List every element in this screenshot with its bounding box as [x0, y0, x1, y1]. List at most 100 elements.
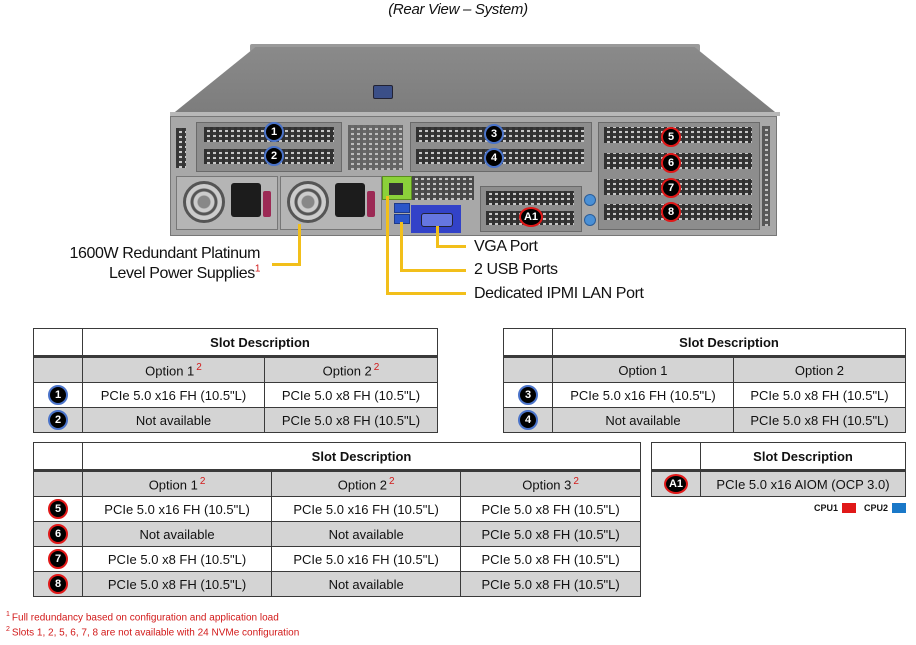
- center-vent: [348, 125, 403, 170]
- footnote-text: Slots 1, 2, 5, 6, 7, 8 are not available…: [11, 627, 300, 639]
- footnote-ref: 2: [199, 475, 206, 487]
- aiom-grill-top: [486, 191, 574, 205]
- table-cell: Not available: [81, 521, 273, 547]
- table-cell: Not available: [271, 571, 462, 597]
- table-cell: PCIe 5.0 x8 FH (10.5"L): [263, 407, 439, 433]
- footnote-mark: 2: [6, 626, 10, 634]
- slot-badge-5: 5: [48, 499, 68, 519]
- side-vent: [176, 128, 186, 168]
- psu-callout: 1600W Redundant Platinum Level Power Sup…: [20, 244, 260, 284]
- table-row: 6 Not available Not available PCIe 5.0 x…: [33, 521, 641, 547]
- legend-label-cpu2: CPU2: [864, 503, 889, 513]
- psu-handle: [367, 191, 375, 217]
- corner-cell: [33, 442, 83, 472]
- legend-swatch-cpu2: [892, 503, 907, 513]
- power-supply-2: [280, 176, 382, 230]
- side-vent-right: [762, 126, 770, 226]
- option-header: Option 1: [552, 356, 734, 383]
- slot-cell: 7: [33, 546, 83, 572]
- table-cell: Not available: [82, 407, 265, 433]
- footnote-ref: 2: [573, 475, 579, 487]
- usb-leader-line: [400, 269, 466, 272]
- table-cell: PCIe 5.0 x8 FH (10.5"L): [263, 382, 439, 408]
- slot-badge-7: 7: [48, 549, 68, 569]
- figure-caption: (Rear View – System): [388, 1, 528, 18]
- cover-surface: [170, 47, 780, 116]
- slot-badge-2: 2: [48, 410, 68, 430]
- corner-cell: [503, 328, 553, 358]
- usb-callout: 2 USB Ports: [474, 261, 558, 278]
- slot-badge-3: 3: [484, 124, 504, 144]
- ipmi-leader-line: [386, 196, 389, 295]
- table-cell: PCIe 5.0 x8 FH (10.5"L): [732, 382, 907, 408]
- slot-badge-6: 6: [48, 524, 68, 544]
- slot-badge-2: 2: [264, 146, 284, 166]
- server-rear-view-image: 1 2 3 4 5 6 7 8 A1 1600W Redundant Plati…: [0, 0, 916, 320]
- table-title: Slot Description: [700, 442, 906, 472]
- table-cell: PCIe 5.0 x8 FH (10.5"L): [732, 407, 907, 433]
- slot-cell: 5: [33, 496, 83, 522]
- slot-cell: 6: [33, 521, 83, 547]
- chassis-top-cover: [170, 44, 780, 116]
- footnote-text: Full redundancy based on configuration a…: [11, 612, 279, 624]
- corner-cell: [33, 356, 83, 383]
- table-row: 4 Not available PCIe 5.0 x8 FH (10.5"L): [503, 407, 907, 433]
- footnote-ref: 2: [373, 361, 380, 373]
- corner-cell: [651, 442, 701, 472]
- option-label: Option 1: [145, 363, 195, 379]
- table-cell: PCIe 5.0 x8 FH (10.5"L): [460, 571, 641, 597]
- option-label: Option 3: [522, 477, 572, 493]
- table-cell: Not available: [552, 407, 734, 433]
- psu-leader-line: [298, 224, 301, 266]
- slot-cell: 3: [503, 382, 553, 408]
- table-cell: PCIe 5.0 x16 FH (10.5"L): [82, 382, 265, 408]
- corner-cell: [503, 356, 553, 383]
- slot-badge-7: 7: [661, 178, 681, 198]
- slot-cell: 1: [33, 382, 83, 408]
- corner-cell: [33, 470, 83, 497]
- power-inlet-icon: [335, 183, 365, 217]
- table-cell: PCIe 5.0 x16 FH (10.5"L): [552, 382, 734, 408]
- slot-table-a1: Slot Description A1 PCIe 5.0 x16 AIOM (O…: [651, 442, 906, 497]
- slot-cell: 2: [33, 407, 83, 433]
- table-cell: PCIe 5.0 x8 FH (10.5"L): [81, 546, 273, 572]
- psu-callout-line1: 1600W Redundant Platinum: [69, 245, 260, 262]
- ipmi-leader-line: [386, 292, 466, 295]
- psu-callout-line2: Level Power Supplies1: [20, 264, 260, 284]
- cover-latch: [373, 85, 393, 99]
- table-title: Slot Description: [82, 328, 438, 358]
- psu-handle: [263, 191, 271, 217]
- table-cell: PCIe 5.0 x8 FH (10.5"L): [460, 521, 641, 547]
- power-inlet-icon: [231, 183, 261, 217]
- option-label: Option 1: [148, 477, 198, 493]
- usb-leader-line: [400, 222, 403, 272]
- option-header: Option 2: [732, 356, 907, 383]
- io-vent: [412, 176, 474, 200]
- table-cell: PCIe 5.0 x8 FH (10.5"L): [460, 496, 641, 522]
- psu-fan-icon: [183, 181, 225, 223]
- table-row: A1 PCIe 5.0 x16 AIOM (OCP 3.0): [651, 470, 906, 497]
- psu-leader-line: [272, 263, 301, 266]
- footnote-ref: 1: [254, 263, 261, 275]
- table-title: Slot Description: [552, 328, 906, 358]
- table-cell: PCIe 5.0 x16 FH (10.5"L): [81, 496, 273, 522]
- table-row: 8 PCIe 5.0 x8 FH (10.5"L) Not available …: [33, 571, 641, 597]
- thumbscrew-icon: [584, 194, 596, 206]
- slot-cell: A1: [651, 470, 701, 497]
- slot-badge-3: 3: [518, 385, 538, 405]
- footnote-mark: 1: [6, 611, 10, 618]
- option-label: Option 2: [337, 477, 387, 493]
- slot-badge-4: 4: [484, 148, 504, 168]
- table-cell: PCIe 5.0 x16 FH (10.5"L): [271, 546, 462, 572]
- table-row: 3 PCIe 5.0 x16 FH (10.5"L) PCIe 5.0 x8 F…: [503, 382, 907, 408]
- table-cell: PCIe 5.0 x8 FH (10.5"L): [460, 546, 641, 572]
- vga-callout: VGA Port: [474, 238, 538, 255]
- table-title: Slot Description: [82, 442, 641, 472]
